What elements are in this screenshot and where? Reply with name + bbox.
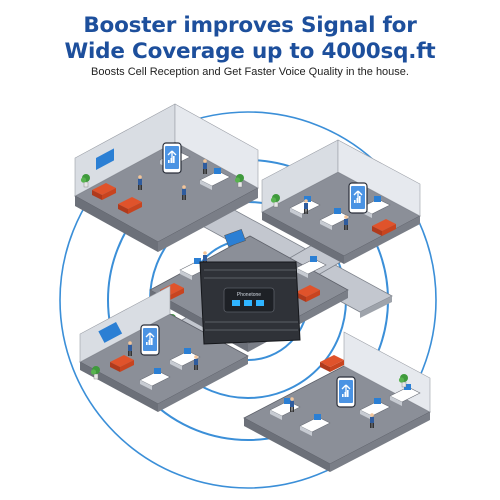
headline-line-1: Booster improves Signal for bbox=[83, 13, 417, 38]
smartphone-signal-icon bbox=[140, 324, 160, 356]
office-room-top-right bbox=[261, 139, 421, 264]
smartphone-signal-icon bbox=[162, 142, 182, 174]
smartphone-signal-icon bbox=[348, 182, 368, 214]
headline: Booster improves Signal for Wide Coverag… bbox=[0, 13, 500, 65]
headline-line-2: Wide Coverage up to 4000sq.ft bbox=[64, 39, 436, 64]
office-room-bottom-right bbox=[243, 331, 431, 472]
booster-brand-label: Phonetone bbox=[237, 292, 261, 298]
smartphone-signal-icon bbox=[336, 376, 356, 408]
office-room-top-left bbox=[74, 103, 259, 252]
coverage-ring-outermost bbox=[59, 111, 437, 489]
subheadline: Boosts Cell Reception and Get Faster Voi… bbox=[91, 66, 409, 78]
signal-booster-device-icon: Phonetone bbox=[199, 261, 301, 345]
